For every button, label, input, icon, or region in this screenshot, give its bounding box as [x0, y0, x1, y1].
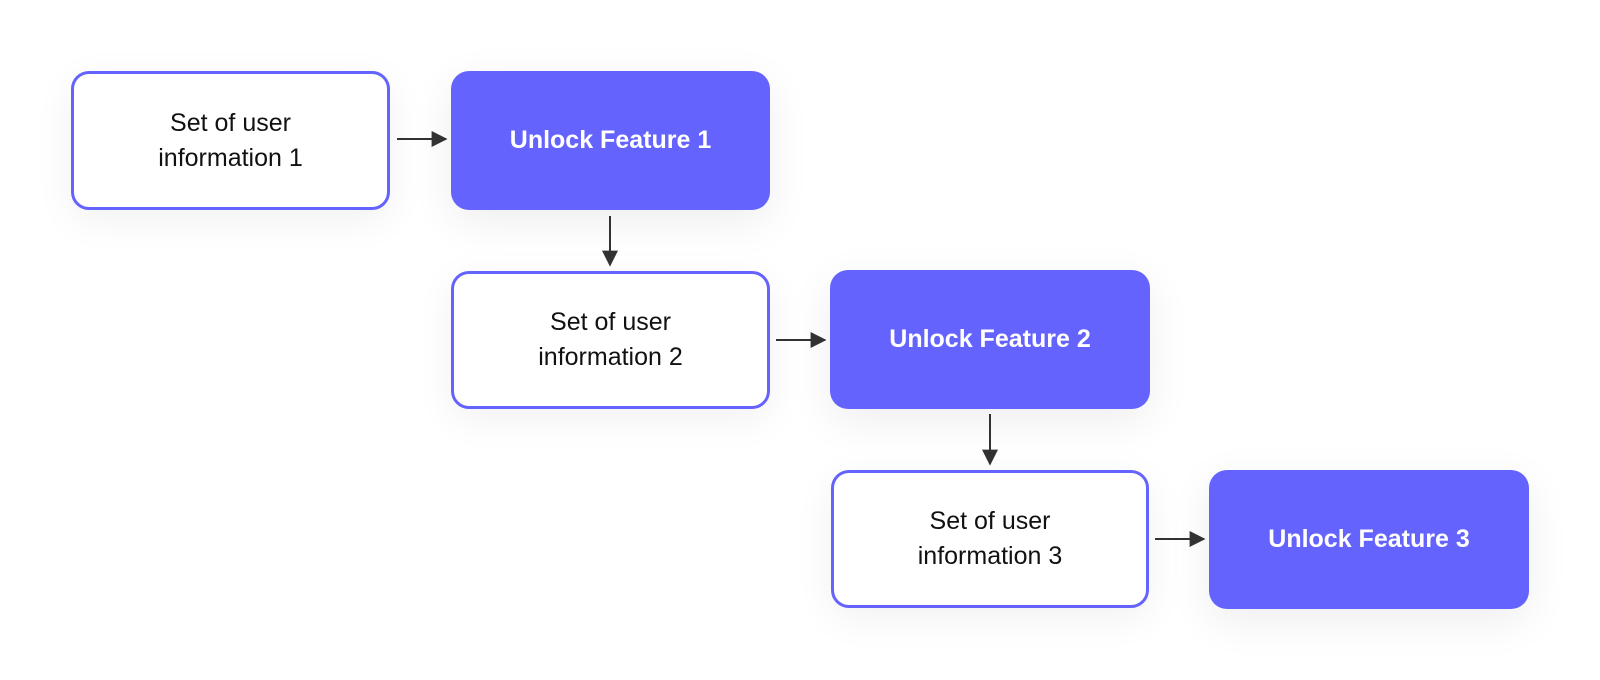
info-box-3: Set of user information 3 [831, 470, 1149, 608]
feature-box-3: Unlock Feature 3 [1209, 470, 1529, 609]
feature-box-2-label: Unlock Feature 2 [889, 325, 1091, 353]
info-box-2-label: Set of user information 2 [538, 308, 683, 371]
feature-box-1-label: Unlock Feature 1 [509, 126, 712, 154]
feature-box-2: Unlock Feature 2 [830, 270, 1150, 409]
info-box-1: Set of user information 1 [71, 71, 390, 210]
info-box-1-label: Set of user information 1 [158, 108, 303, 172]
feature-box-3-label: Unlock Feature 3 [1268, 525, 1470, 553]
info-box-2: Set of user information 2 [451, 271, 770, 409]
info-box-3-label: Set of user information 3 [917, 507, 1063, 570]
feature-box-1: Unlock Feature 1 [451, 71, 770, 210]
